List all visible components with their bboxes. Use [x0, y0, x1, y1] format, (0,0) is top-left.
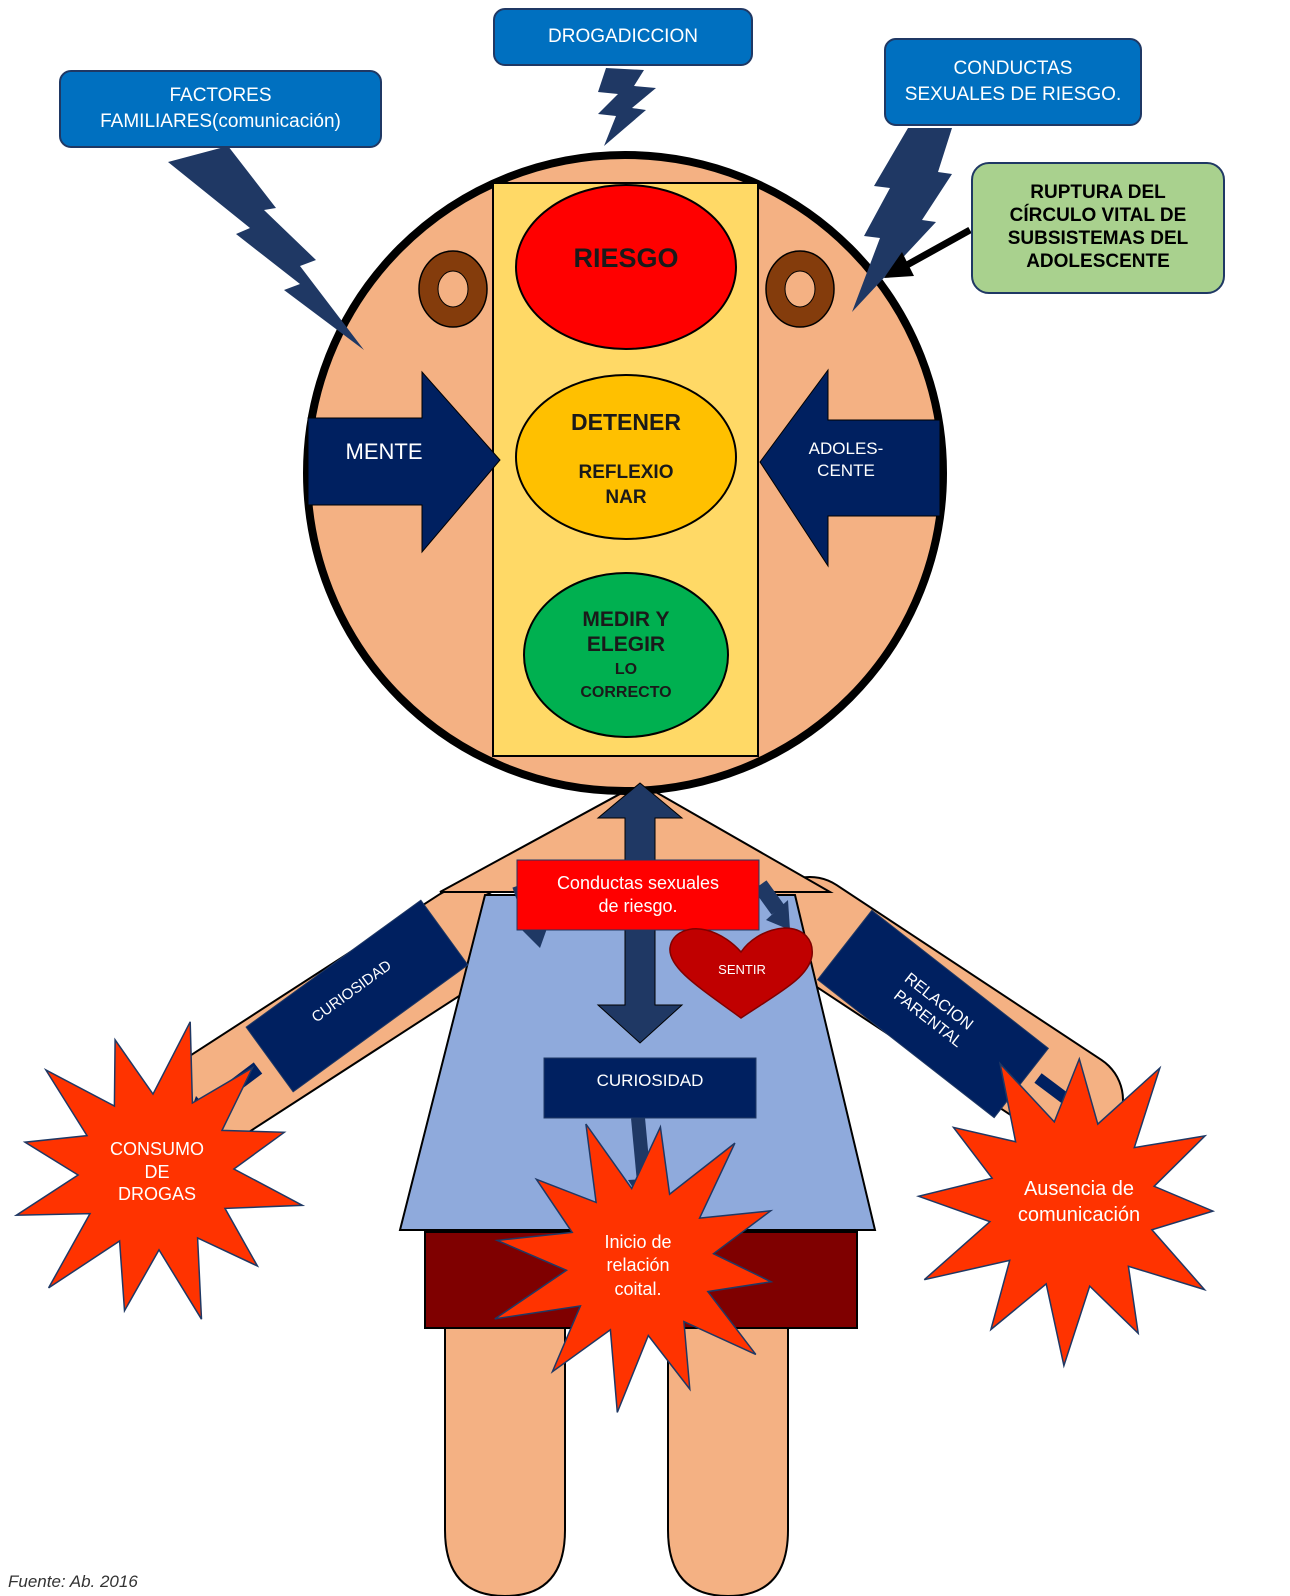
riesgo-label: RIESGO [573, 242, 679, 273]
factores-text: FACTORES FAMILIARES(comunicación) [100, 85, 341, 132]
left-leg [444, 1309, 566, 1596]
coital-burst-shape [494, 1123, 774, 1413]
drogadiccion-lightning-icon [598, 68, 656, 146]
conductas-lightning-icon [852, 128, 952, 312]
right-branch-arrow [753, 880, 790, 930]
footer-source: Fuente: Ab. 2016 [8, 1572, 138, 1591]
detener-label: DETENER [571, 408, 681, 435]
adolescente-arrow [759, 368, 941, 568]
drogadiccion-callout: DROGADICCION [493, 8, 753, 66]
center-curiosidad-box [543, 1057, 757, 1119]
lo-correcto-label: LO CORRECTO [580, 660, 672, 701]
red-light [515, 184, 737, 350]
chest-red-box [516, 859, 760, 931]
drugs-burst-shape [13, 1021, 306, 1320]
ruptura-pointer-arrow [884, 226, 972, 278]
left-arm-label-box [245, 899, 469, 1093]
coital-burst-label: Inicio de relación coital. [604, 1231, 672, 1299]
conductas-text: CONDUCTAS SEXUALES DE RIESGO. [904, 58, 1122, 105]
factores-lightning-icon [168, 146, 364, 350]
ruptura-text: RUPTURA DEL CÍRCULO VITAL DE SUBSISTEMAS… [1007, 182, 1189, 272]
heart-label: SENTIR [718, 961, 766, 977]
adolescente-label: ADOLES- CENTE [808, 438, 884, 480]
green-light [523, 572, 729, 738]
factores-callout: FACTORES FAMILIARES(comunicación) [59, 70, 382, 148]
right-arm-label-box [816, 909, 1050, 1119]
communication-burst-label: Ausencia de comunicación [1017, 1178, 1141, 1226]
yellow-light [515, 374, 737, 540]
right-ear [765, 250, 835, 328]
medir-elegir-label: MEDIR Y ELEGIR [582, 607, 670, 656]
ruptura-box: RUPTURA DEL CÍRCULO VITAL DE SUBSISTEMAS… [971, 162, 1225, 294]
mente-label: MENTE [345, 439, 423, 464]
communication-burst-shape [915, 1056, 1216, 1369]
drogadiccion-text: DROGADICCION [548, 26, 698, 48]
reflexionar-label: REFLEXIO NAR [578, 462, 674, 508]
heart-icon [669, 927, 813, 1019]
chest-label: Conductas sexuales de riesgo. [556, 872, 720, 916]
mente-arrow [307, 370, 501, 554]
center-curiosidad-label: CURIOSIDAD [596, 1071, 704, 1090]
left-ear [418, 250, 488, 328]
conductas-callout: CONDUCTAS SEXUALES DE RIESGO. [884, 38, 1142, 126]
drugs-burst-label: CONSUMO DE DROGAS [110, 1139, 204, 1205]
